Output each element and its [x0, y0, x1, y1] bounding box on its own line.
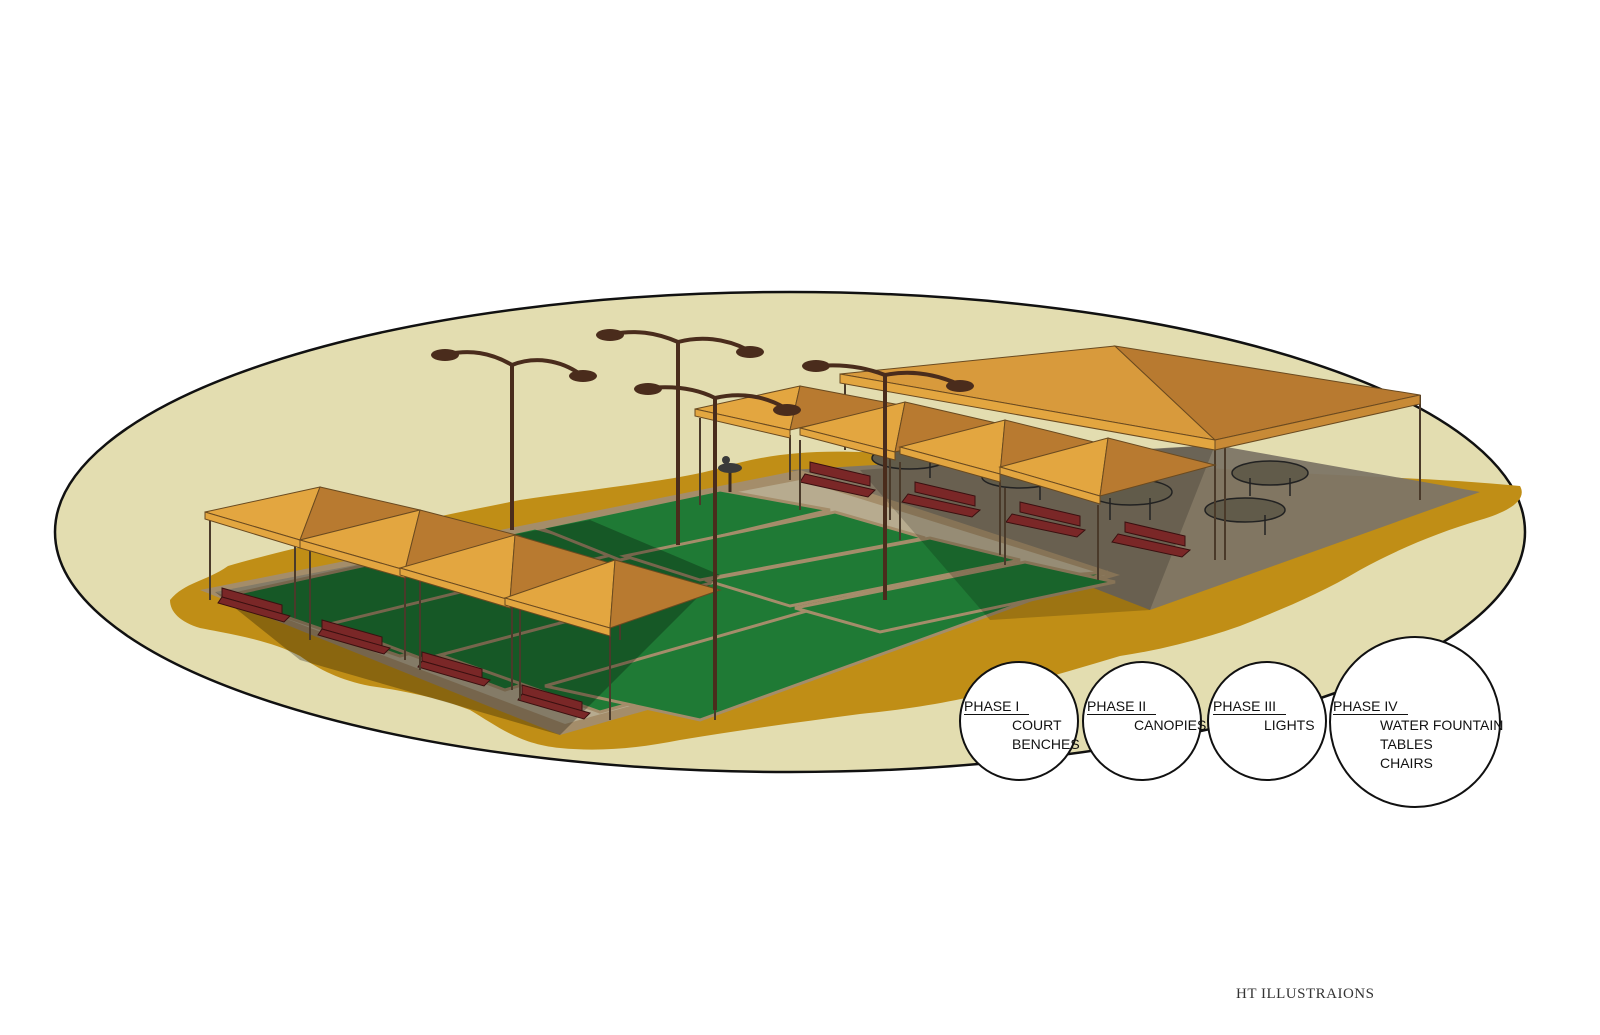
benches — [217, 461, 1192, 720]
phase-2-circle — [1082, 661, 1202, 781]
phase-1-item: COURT — [1012, 717, 1062, 733]
front-canopies — [204, 486, 722, 637]
bench — [1019, 501, 1081, 527]
water-fountain — [718, 456, 742, 492]
light-heads — [431, 329, 974, 416]
phase-4-item: CHAIRS — [1380, 755, 1433, 771]
phase-3-item: LIGHTS — [1264, 717, 1315, 733]
table — [1231, 460, 1309, 486]
phase-1-circle — [959, 661, 1079, 781]
bench — [1005, 513, 1087, 538]
phase-4-title: PHASE IV — [1333, 698, 1408, 715]
table — [1204, 497, 1286, 523]
bench — [1111, 533, 1192, 558]
bench — [217, 596, 291, 623]
phase-3-title: PHASE III — [1213, 698, 1287, 715]
phase-4-item: TABLES — [1380, 736, 1433, 752]
bench — [317, 628, 391, 655]
bench — [809, 461, 871, 487]
phase-4-circle — [1329, 636, 1501, 808]
phase-3-circle — [1207, 661, 1327, 781]
phase-4-item: WATER FOUNTAIN — [1380, 717, 1504, 733]
illustration-credit: HT ILLUSTRAIONS — [1236, 986, 1375, 1002]
bench — [799, 473, 876, 498]
phase-2-title: PHASE II — [1087, 698, 1157, 715]
court-7 — [704, 536, 1021, 608]
bench — [901, 493, 982, 518]
bench — [914, 481, 976, 507]
court-5 — [534, 488, 831, 562]
bench — [1124, 521, 1186, 547]
phase-2-item: CANOPIES — [1134, 717, 1207, 733]
phase-1-item: BENCHES — [1012, 736, 1080, 752]
pavilion-canopy — [839, 345, 1421, 451]
court-8 — [794, 560, 1116, 634]
phase-1-title: PHASE I — [964, 698, 1030, 715]
